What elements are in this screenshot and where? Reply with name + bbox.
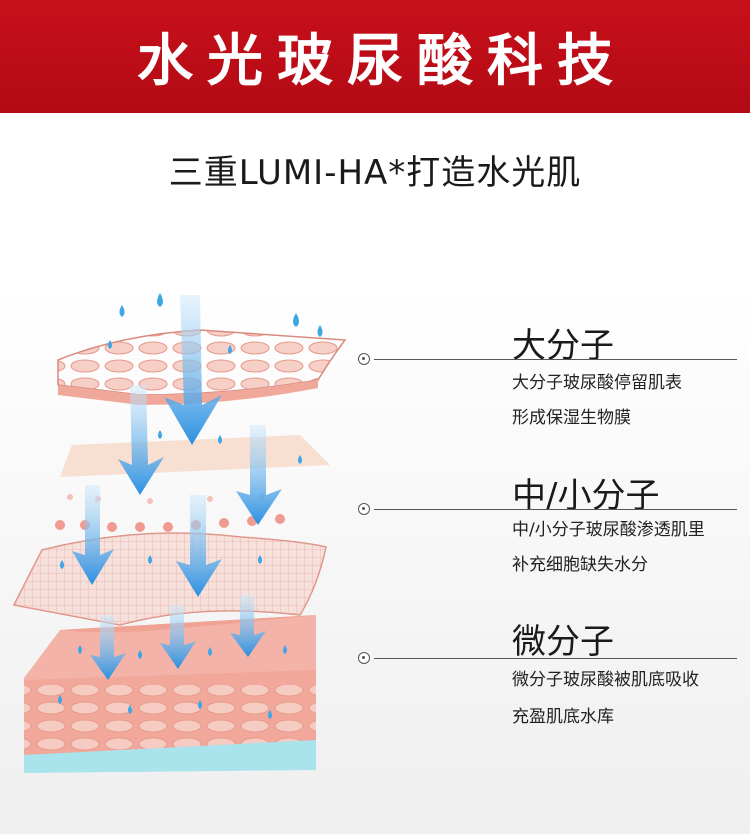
medium-molecule-desc-1: 中/小分子玻尿酸渗透肌里 bbox=[512, 520, 705, 540]
pointer-line bbox=[374, 658, 737, 659]
large-molecule-desc-2: 形成保湿生物膜 bbox=[512, 408, 631, 428]
skin-layers-illustration bbox=[12, 293, 347, 773]
base-skin-block bbox=[24, 615, 316, 773]
header-banner: 水光玻尿酸科技 bbox=[0, 0, 750, 113]
pointer-line bbox=[374, 509, 737, 510]
water-drops bbox=[58, 293, 323, 719]
medium-molecule-desc-2: 补充细胞缺失水分 bbox=[512, 555, 648, 575]
page-title: 水光玻尿酸科技 bbox=[137, 29, 627, 94]
water-arrows bbox=[72, 295, 282, 680]
micro-molecule-desc-2: 充盈肌底水库 bbox=[512, 707, 614, 727]
micro-molecule-desc-1: 微分子玻尿酸被肌底吸收 bbox=[512, 670, 699, 690]
middle-flat-layer bbox=[60, 435, 330, 477]
pointer-line bbox=[374, 359, 737, 360]
pointer-dot-icon bbox=[358, 652, 370, 664]
micro-molecule-title: 微分子 bbox=[512, 622, 614, 662]
large-molecule-desc-1: 大分子玻尿酸停留肌表 bbox=[512, 373, 682, 393]
page-subtitle: 三重LUMI-HA*打造水光肌 bbox=[168, 153, 582, 193]
pointer-dot-icon bbox=[358, 503, 370, 515]
pointer-dot-icon bbox=[358, 353, 370, 365]
